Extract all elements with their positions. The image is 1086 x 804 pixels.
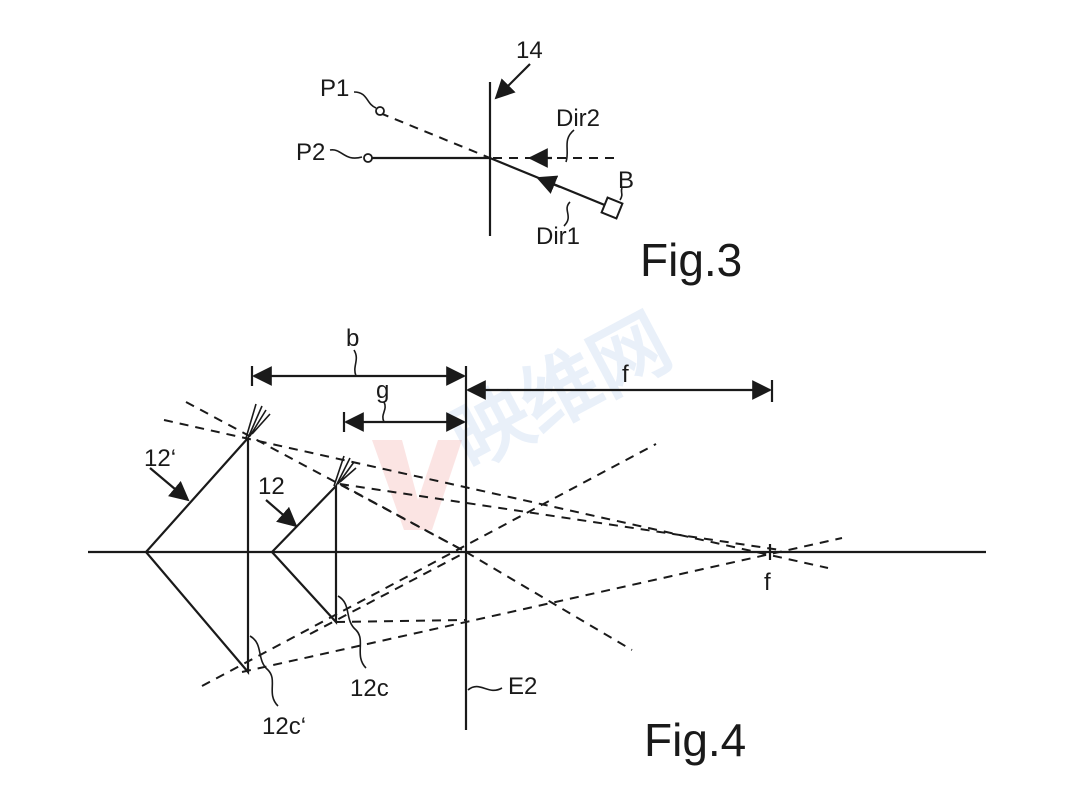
fig3-p2-leader — [329, 149, 363, 159]
fig4-b-leader — [353, 349, 358, 377]
fig3-label-b: B — [618, 167, 634, 194]
fig4-label-e2: E2 — [508, 673, 537, 700]
fig3-label-14: 14 — [516, 37, 543, 64]
fig3: 14 P2 P1 Dir2 Dir1 B Fig.3 — [296, 37, 742, 286]
fig4: E2 b g f f 12‘ 12 12c 12c‘ — [88, 325, 986, 766]
fig3-b-leader — [619, 187, 623, 201]
watermark: 映维网 — [372, 297, 686, 530]
fig3-dir1-leader — [563, 201, 571, 227]
fig4-dashed-rays — [163, 401, 843, 687]
fig4-element-12-prime-fan — [245, 403, 271, 439]
fig3-p1-leader — [353, 91, 377, 109]
fig3-label-dir1: Dir1 — [536, 223, 580, 250]
fig3-p1-dashed-line — [379, 112, 491, 159]
fig4-element-12-prime — [144, 437, 250, 675]
fig3-label-p1: P1 — [320, 75, 349, 102]
fig4-element-12 — [270, 485, 338, 625]
fig3-p1-point — [375, 106, 385, 116]
fig3-b-square — [600, 196, 624, 220]
fig4-e2-leader — [467, 685, 503, 692]
fig4-label-12-prime: 12‘ — [144, 445, 176, 472]
fig3-dir1-arrow — [536, 175, 561, 194]
fig4-label-f-axis: f — [764, 569, 771, 596]
fig4-g-leader — [382, 401, 386, 423]
fig4-label-12c-prime: 12c‘ — [262, 713, 306, 740]
fig4-label-12: 12 — [258, 473, 285, 500]
watermark-text: 映维网 — [437, 297, 686, 486]
fig4-element-12-leader — [265, 499, 298, 528]
fig4-caption: Fig.4 — [644, 714, 746, 766]
fig3-element-14-leader — [494, 63, 531, 100]
fig3-label-dir2: Dir2 — [556, 105, 600, 132]
fig3-caption: Fig.3 — [640, 234, 742, 286]
fig4-element-12-prime-leader — [149, 467, 190, 502]
fig4-element-12-fan — [333, 455, 357, 487]
fig4-label-12c: 12c — [350, 675, 389, 702]
fig4-label-f-top: f — [622, 361, 629, 388]
fig3-dir2-leader — [565, 129, 575, 163]
fig4-label-g: g — [376, 377, 389, 404]
fig4-12c-prime-leader — [249, 635, 279, 707]
fig4-label-b: b — [346, 325, 359, 352]
fig3-p2-point — [363, 153, 373, 163]
fig4-12c-leader — [337, 595, 367, 669]
fig3-label-p2: P2 — [296, 139, 325, 166]
